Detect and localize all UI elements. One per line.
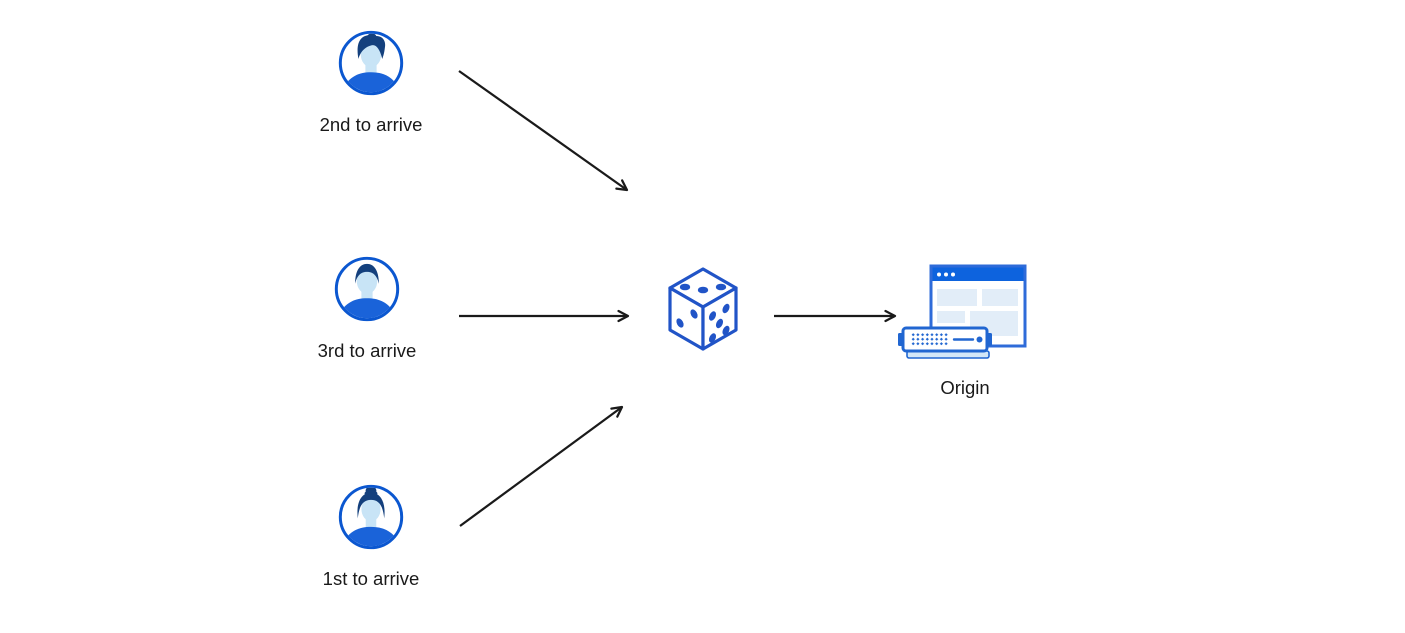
node-user-3rd: 3rd to arrive [287, 256, 447, 362]
arrow-user-2nd-to-dice [458, 70, 629, 192]
node-label-user-3rd: 3rd to arrive [317, 340, 417, 361]
dice-icon [668, 267, 738, 351]
node-dice [629, 266, 777, 352]
user-male-short-hair-avatar-icon [334, 256, 400, 322]
server-icon [898, 326, 992, 359]
user-female-bun-avatar-icon [338, 484, 404, 550]
node-user-1st: 1st to arrive [291, 484, 451, 590]
node-label-user-2nd: 2nd to arrive [319, 114, 423, 135]
node-label-origin: Origin [940, 377, 990, 398]
node-label-user-1st: 1st to arrive [322, 568, 420, 589]
arrow-user-1st-to-dice [459, 405, 624, 527]
user-male-pompadour-avatar-icon [338, 30, 404, 96]
node-user-2nd: 2nd to arrive [291, 30, 451, 136]
dice-pips [676, 283, 730, 343]
origin-server-browser-icon [898, 264, 1027, 359]
node-origin: Origin [885, 258, 1045, 399]
